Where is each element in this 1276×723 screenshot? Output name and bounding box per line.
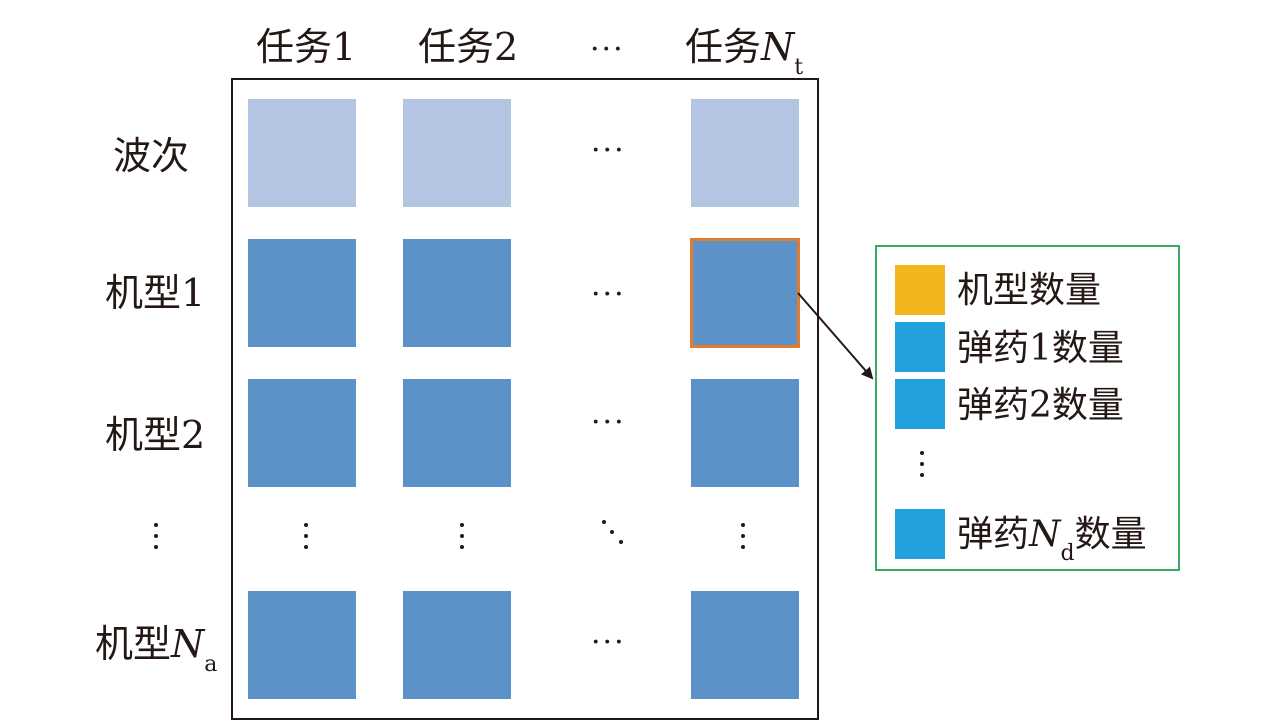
row-header-type-2: 机型2 [105,413,206,457]
legend-label-munition-2: 弹药2数量 [957,385,1124,426]
column-header-task-1: 任务1 [256,25,357,69]
typen-cell-task-2 [403,591,511,699]
legend-label-munition-n-sub: d [1060,541,1075,566]
legend-swatch-munition-2 [895,379,945,429]
row-header-type-n-sub: a [204,652,218,677]
legend-swatch-aircraft-count [895,265,945,315]
column-header-task-n-sub: t [794,55,804,80]
column-header-ellipsis: ··· [590,32,625,67]
row-header-type-n-var: N [171,622,205,666]
legend-swatch-munition-1 [895,322,945,372]
legend-vertical-ellipsis [920,451,926,484]
type1-row-ellipsis: ··· [591,277,626,312]
legend-label-aircraft-count: 机型数量 [957,270,1102,311]
column-header-task-2: 任务2 [418,25,519,69]
typen-cell-task-n [691,591,799,699]
column-header-task-n-var: N [761,25,795,69]
legend-label-munition-n: 弹药Nd数量 [957,514,1147,567]
diagonal-ellipsis [600,518,630,548]
row-header-type-n-text: 机型 [95,622,172,666]
wave-cell-task-1 [248,99,356,207]
type1-cell-task-n-highlighted [690,238,800,348]
typen-row-ellipsis: ··· [591,625,626,660]
legend-box: 机型数量 弹药1数量 弹药2数量 弹药Nd数量 [875,245,1180,571]
row-header-wave: 波次 [113,134,190,178]
row-header-vertical-ellipsis [154,523,160,556]
wave-cell-task-n [691,99,799,207]
typen-cell-task-1 [248,591,356,699]
row-header-type-1: 机型1 [105,271,206,315]
col2-vertical-ellipsis [460,523,466,556]
type2-cell-task-2 [403,379,511,487]
legend-label-munition-1: 弹药1数量 [957,328,1124,369]
legend-swatch-munition-n [895,509,945,559]
type2-row-ellipsis: ··· [591,405,626,440]
wave-cell-task-2 [403,99,511,207]
type2-cell-task-1 [248,379,356,487]
column-header-task-n: 任务Nt [685,25,803,80]
type1-cell-task-1 [248,239,356,347]
wave-row-ellipsis: ··· [591,133,626,168]
column-header-task-n-text: 任务 [685,25,762,69]
legend-label-munition-n-prefix: 弹药 [957,514,1030,555]
legend-label-munition-n-var: N [1029,514,1061,555]
matrix-frame [231,78,819,720]
coln-vertical-ellipsis [741,523,747,556]
legend-label-munition-n-suffix: 数量 [1074,514,1147,555]
col1-vertical-ellipsis [304,523,310,556]
type2-cell-task-n [691,379,799,487]
row-header-type-n: 机型Na [95,622,217,677]
type1-cell-task-2 [403,239,511,347]
